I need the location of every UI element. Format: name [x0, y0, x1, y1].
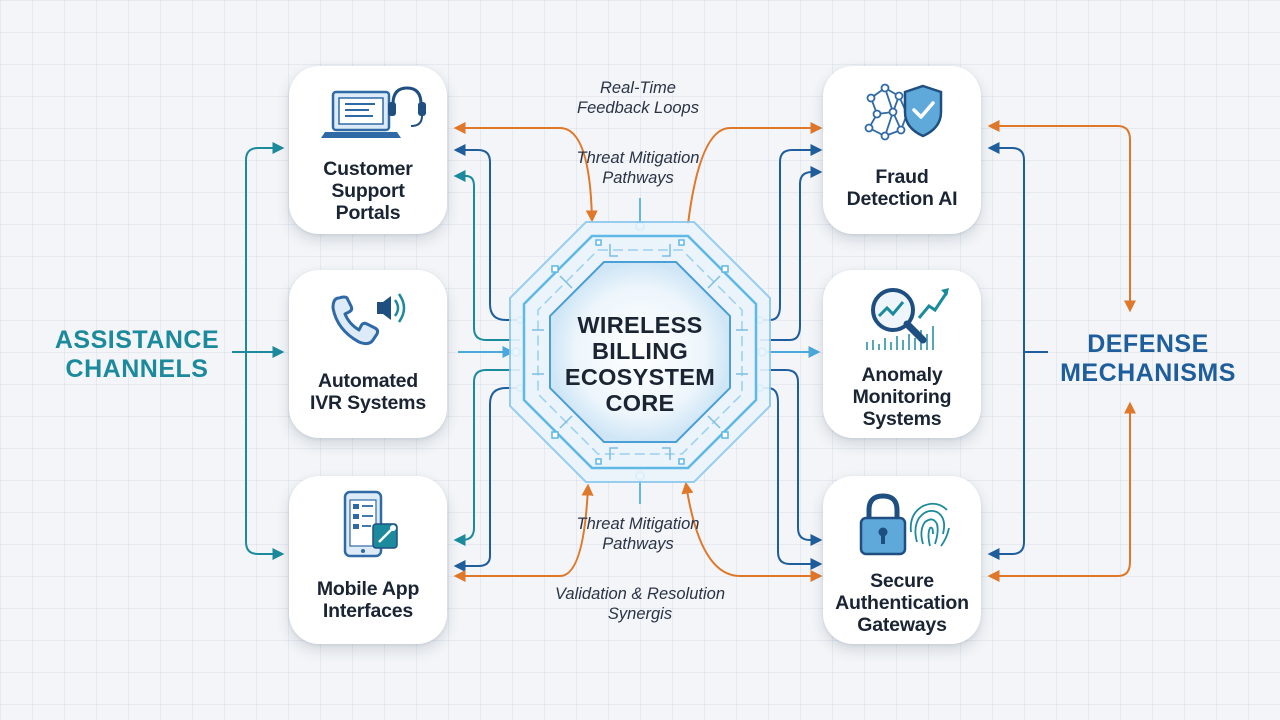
lock-fingerprint-icon [859, 493, 950, 556]
node-label: Automated IVR Systems [310, 370, 426, 414]
left-teal-bracket [232, 142, 285, 560]
node-label: Mobile App Interfaces [316, 578, 420, 622]
node-label: Anomaly Monitoring Systems [852, 364, 952, 430]
core-label: WIRELESS BILLING ECOSYSTEM CORE [564, 312, 716, 416]
node-anomaly-monitoring-systems: Anomaly Monitoring Systems [823, 270, 981, 438]
annotation-realtime-feedback: Real-Time Feedback Loops [576, 79, 699, 117]
annotation-validation-resolution: Validation & Resolution Synergis [555, 585, 725, 623]
right-core-wires [681, 122, 823, 582]
annotation-threat-mitigation-top: Threat Mitigation Pathways [576, 149, 700, 187]
node-mobile-app-interfaces: Mobile App Interfaces [289, 476, 447, 644]
node-label: Customer Support Portals [323, 158, 413, 224]
ai-shield-icon [864, 83, 943, 141]
node-customer-support-portals: Customer Support Portals [289, 66, 447, 234]
mobile-app-icon [343, 490, 398, 558]
node-secure-authentication-gateways: Secure Authentication Gateways [823, 476, 981, 644]
core-octagon [509, 221, 771, 483]
magnifier-chart-icon [866, 288, 949, 350]
phone-speaker-icon [331, 293, 406, 346]
left-core-wires [453, 122, 598, 582]
node-label: Fraud Detection AI [846, 166, 958, 210]
node-label: Secure Authentication Gateways [835, 570, 969, 636]
defense-mechanisms-title: DEFENSE MECHANISMS [1060, 330, 1236, 387]
assistance-channels-title: ASSISTANCE CHANNELS [54, 326, 220, 383]
laptop-headset-icon [321, 86, 426, 138]
node-fraud-detection-ai: Fraud Detection AI [823, 66, 981, 234]
node-automated-ivr-systems: Automated IVR Systems [289, 270, 447, 438]
annotation-threat-mitigation-bottom: Threat Mitigation Pathways [576, 515, 700, 553]
right-bracket [987, 120, 1136, 582]
